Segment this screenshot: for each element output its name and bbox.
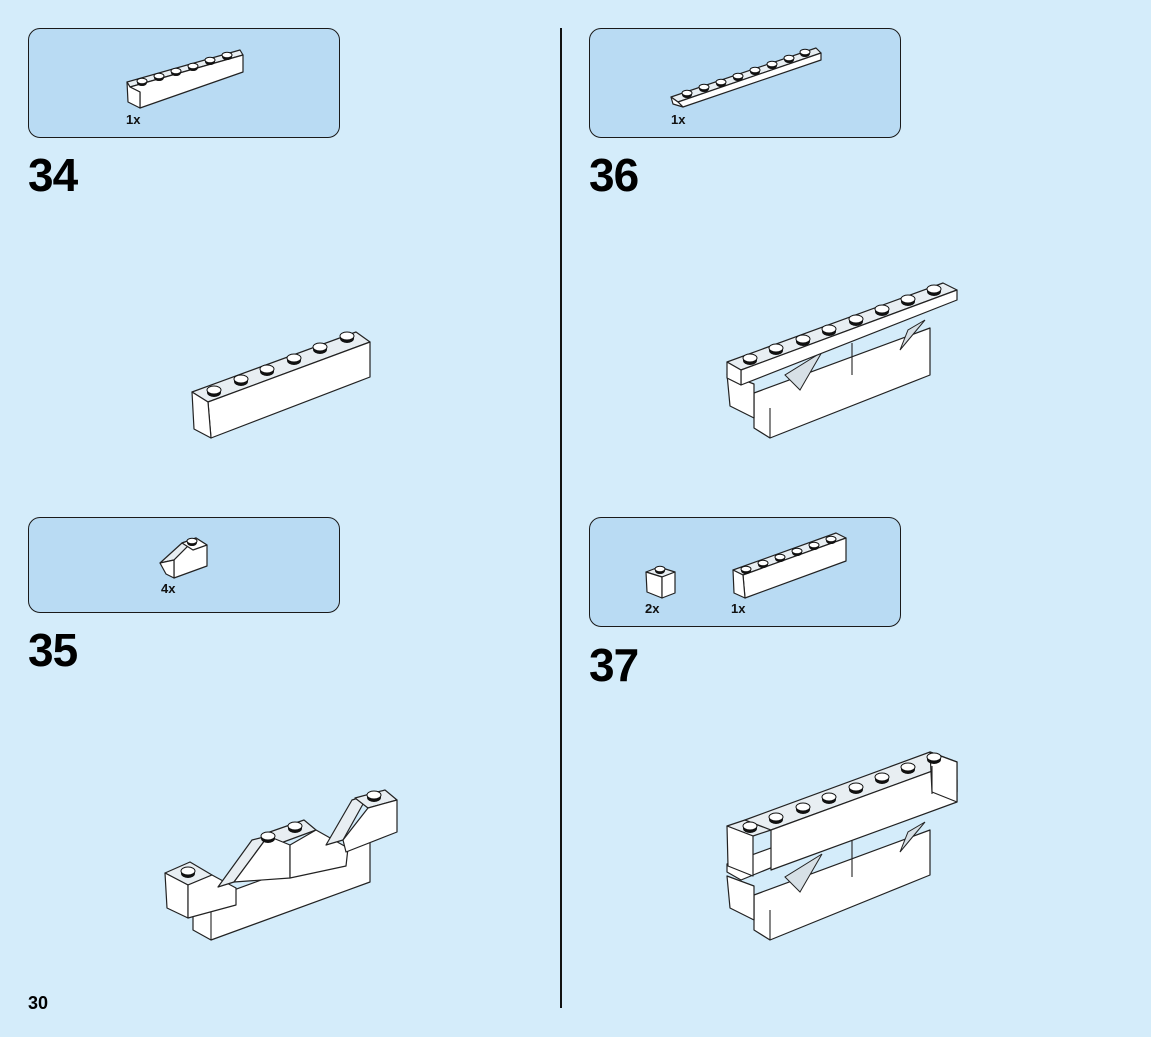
step-36-part-plate-1x8 [670, 47, 822, 108]
step-37-part-brick-1x1 [645, 565, 676, 599]
step-37-number: 37 [589, 639, 639, 691]
step-34-number: 34 [28, 149, 78, 201]
page-number: 30 [28, 993, 49, 1013]
step-35-part-slope [159, 537, 208, 579]
step-36-model [726, 282, 958, 439]
step-37-part-1-qty: 2x [645, 601, 660, 616]
step-34-model [191, 331, 371, 439]
step-37-model [726, 751, 958, 941]
column-divider [560, 28, 562, 1008]
step-36-part-1-qty: 1x [671, 112, 686, 127]
step-35-part-1-qty: 4x [161, 581, 176, 596]
step-37-part-brick-1x6 [732, 532, 847, 599]
step-34-part-brick-1x6 [126, 49, 244, 109]
step-35-number: 35 [28, 624, 78, 676]
step-37-part-2-qty: 1x [731, 601, 746, 616]
step-36-number: 36 [589, 149, 639, 201]
step-35-model [164, 789, 398, 941]
step-34-part-1-qty: 1x [126, 112, 141, 127]
